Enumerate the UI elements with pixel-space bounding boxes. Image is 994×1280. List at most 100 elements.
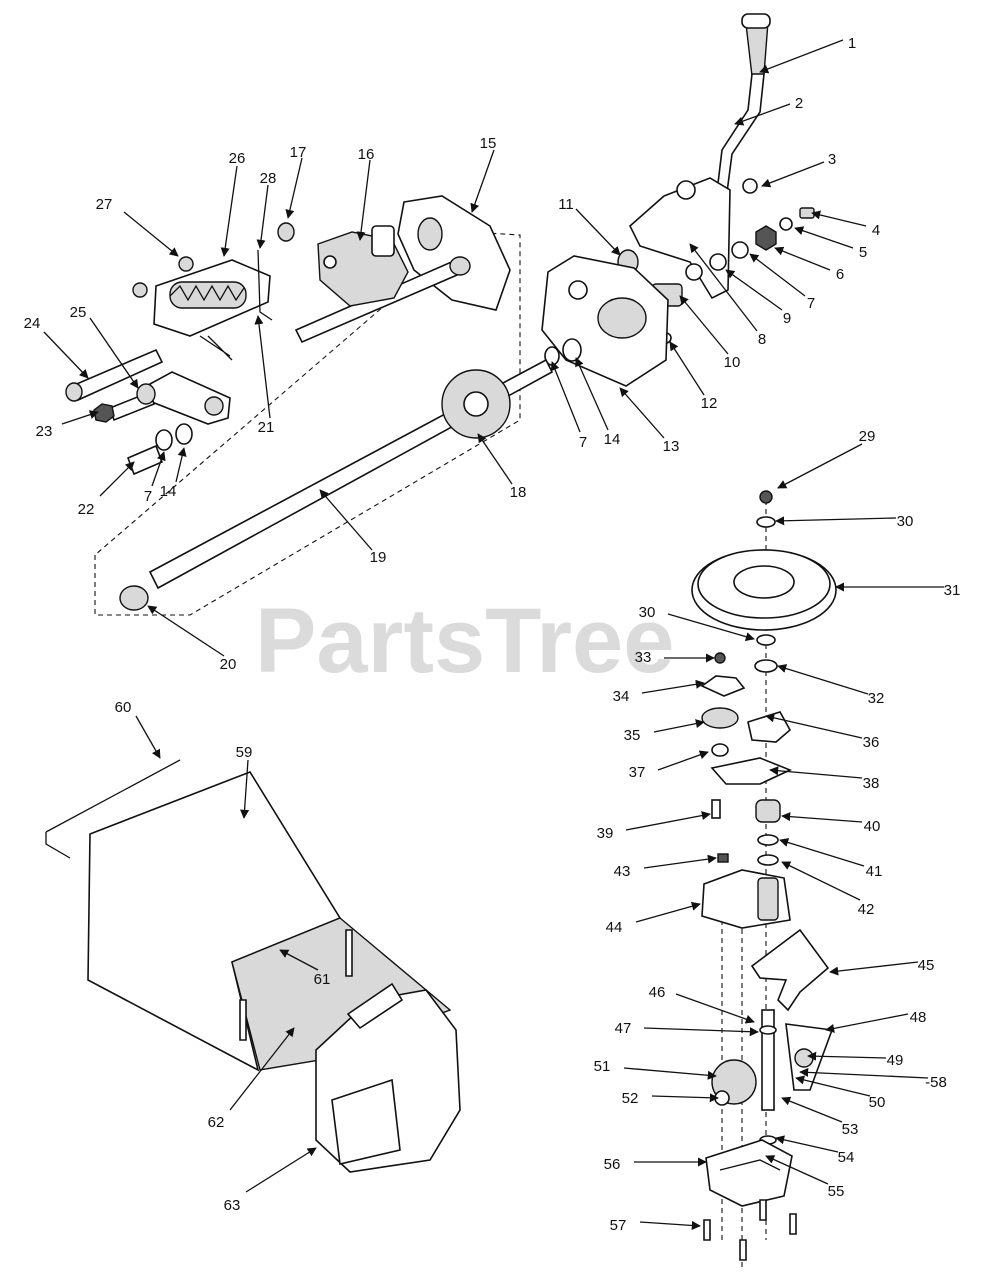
callout-number-c16: 16	[358, 146, 375, 163]
callout-number-c35: 35	[624, 727, 641, 744]
callout-leader-c59	[240, 759, 250, 819]
callout-number-c18: 18	[510, 484, 527, 501]
callout-leader-c47	[643, 1027, 759, 1037]
callout-number-c50: 50	[869, 1094, 886, 1111]
callout-leader-c7c	[151, 451, 166, 487]
callout-leader-c32	[777, 664, 869, 695]
callout-leader-c17	[285, 157, 303, 219]
callout-leader-c50	[795, 1075, 871, 1097]
callout-number-c39: 39	[597, 825, 614, 842]
callout-leader-c15	[470, 149, 495, 213]
shift-handle	[715, 13, 771, 201]
callout-leader-c6	[774, 246, 831, 271]
callout-number-c59: 59	[236, 744, 253, 761]
callout-number-c26: 26	[229, 150, 246, 167]
callout-leader-c9	[725, 269, 783, 311]
callout-number-c19: 19	[370, 549, 387, 566]
callout-leader-c18	[477, 433, 513, 485]
callout-leader-c41	[779, 838, 865, 867]
callout-number-c44: 44	[606, 919, 623, 936]
callout-leader-c35	[653, 719, 705, 733]
callout-number-c55: 55	[828, 1183, 845, 1200]
callout-leader-c51	[623, 1067, 717, 1080]
callout-leader-c8	[689, 243, 758, 332]
callout-leader-c62	[229, 1027, 295, 1111]
callout-leader-c58	[799, 1067, 929, 1079]
callout-leader-c13	[619, 387, 665, 439]
callout-number-c14b: 14	[160, 483, 177, 500]
callout-leader-c30a	[775, 516, 897, 526]
spring-bracket	[153, 259, 271, 361]
callout-leader-c4	[811, 210, 867, 227]
callout-number-c4: 4	[872, 222, 880, 239]
callout-leader-c34	[641, 679, 705, 694]
callout-leader-c10	[679, 295, 729, 355]
shift-bracket	[629, 177, 731, 300]
callout-number-c54: 54	[838, 1149, 855, 1166]
mounting-bracket	[750, 928, 830, 1012]
callout-leader-c12	[669, 341, 705, 396]
callout-leader-c30b	[667, 613, 755, 642]
callout-number-c7b: 7	[579, 434, 587, 451]
callout-number-c61: 61	[314, 971, 331, 988]
watermark: PartsTree	[255, 590, 674, 692]
callout-leader-c14a	[575, 357, 609, 431]
callout-number-c53: 53	[842, 1121, 859, 1138]
callout-number-c10: 10	[724, 354, 741, 371]
callout-number-c7c: 7	[144, 488, 152, 505]
callout-number-c56: 56	[604, 1156, 621, 1173]
callout-number-c37: 37	[629, 764, 646, 781]
callout-number-c24: 24	[24, 315, 41, 332]
callout-leader-c24	[43, 331, 89, 379]
callout-leader-c60	[135, 715, 161, 759]
callout-leader-c40	[781, 812, 863, 823]
callout-number-c49: 49	[887, 1052, 904, 1069]
callout-leader-c52	[651, 1093, 719, 1103]
callout-number-c33: 33	[635, 649, 652, 666]
callout-number-c42: 42	[858, 901, 875, 918]
callout-number-c13: 13	[663, 438, 680, 455]
callout-leader-c28	[256, 184, 269, 249]
callout-number-c48: 48	[910, 1009, 927, 1026]
callout-leader-c27	[123, 211, 179, 257]
callout-leader-c57	[639, 1220, 701, 1230]
callout-number-c43: 43	[614, 863, 631, 880]
callout-number-c14a: 14	[604, 431, 621, 448]
pulley-gearbox-assembly	[691, 490, 837, 1270]
callout-leader-c21	[254, 315, 271, 419]
callout-number-c34: 34	[613, 688, 630, 705]
callout-number-c27: 27	[96, 196, 113, 213]
callout-leader-c20	[147, 605, 225, 657]
callout-number-c9: 9	[783, 310, 791, 327]
callout-number-c58: -58	[925, 1074, 947, 1091]
callout-leader-c2	[734, 103, 791, 126]
callout-leader-c23	[61, 410, 99, 425]
transmission	[317, 225, 409, 307]
callout-leader-c53	[781, 1096, 843, 1123]
callout-number-c45: 45	[918, 957, 935, 974]
callout-number-c21: 21	[258, 419, 275, 436]
callout-leader-c61	[279, 949, 319, 971]
callout-leader-c1	[759, 39, 844, 74]
callout-number-c8: 8	[758, 331, 766, 348]
callout-number-c23: 23	[36, 423, 53, 440]
callout-number-c29: 29	[859, 428, 876, 445]
callout-number-c40: 40	[864, 818, 881, 835]
callout-number-c30a: 30	[897, 513, 914, 530]
lower-gearbox-housing	[705, 1139, 793, 1207]
callout-leader-c38	[769, 766, 863, 779]
callout-number-c47: 47	[615, 1020, 632, 1037]
callout-number-c36: 36	[863, 734, 880, 751]
callout-leader-c5	[794, 226, 854, 249]
callout-number-c7a: 7	[807, 295, 815, 312]
callout-number-c1: 1	[848, 35, 856, 52]
callout-leader-c25	[89, 317, 139, 389]
callout-leader-c11	[575, 208, 621, 256]
callout-number-c30b: 30	[639, 604, 656, 621]
callout-leader-c14b	[175, 447, 187, 483]
callout-leader-c63	[245, 1147, 317, 1193]
callout-leader-c42	[781, 861, 861, 901]
callout-number-c63: 63	[224, 1197, 241, 1214]
callout-leader-c3	[761, 161, 825, 188]
